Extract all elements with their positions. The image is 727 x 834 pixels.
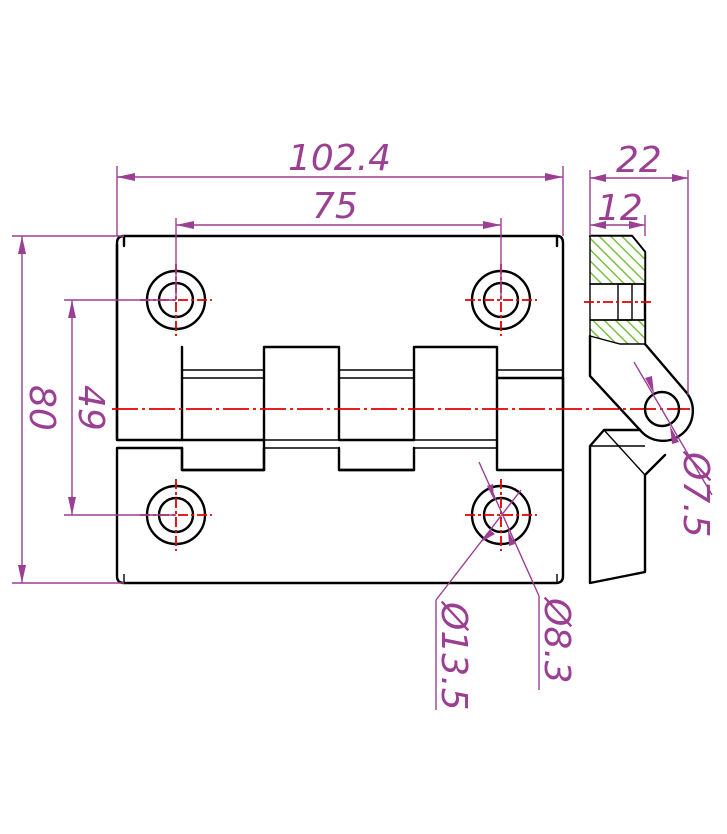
dimension-text: 75: [312, 186, 358, 227]
side-view: [584, 234, 694, 585]
dimension-text: Ø13.5: [433, 600, 474, 711]
top-leaf-edge: [115, 234, 559, 442]
dimension-counterbore-diameter: Ø13.5: [433, 489, 522, 711]
dimension-text: 12: [597, 188, 643, 229]
dimension-overall-width: 102.4: [116, 138, 564, 236]
dimension-vertical-hole-spacing: 49: [64, 299, 176, 516]
dimension-overall-height: 80: [12, 235, 124, 584]
section-hatch-top: [589, 235, 646, 285]
dimension-side-offset: 12: [590, 188, 646, 236]
top-leaf-outline: [115, 234, 565, 442]
dimension-text: 102.4: [288, 138, 391, 179]
front-view: [112, 234, 690, 585]
dimension-hole-spacing: 75: [175, 186, 502, 300]
pin-circle: [643, 390, 681, 428]
side-lower-leaf: [588, 428, 667, 585]
dimension-text: 49: [70, 385, 111, 431]
side-lower-inner: [603, 429, 646, 476]
dimension-hole-diameter: Ø8.3: [478, 461, 577, 690]
side-knuckle-round: [638, 390, 694, 443]
section-hatch-bottom: [589, 319, 646, 345]
dimension-text: Ø7.5: [675, 450, 716, 538]
dimension-text: 22: [616, 140, 662, 181]
dimension-side-width: 22: [589, 140, 689, 395]
side-knuckle-upper: [588, 334, 642, 432]
dimension-text: 80: [21, 385, 62, 431]
dimension-pin-diameter: Ø7.5: [633, 361, 716, 538]
dimension-text: Ø8.3: [536, 596, 577, 684]
